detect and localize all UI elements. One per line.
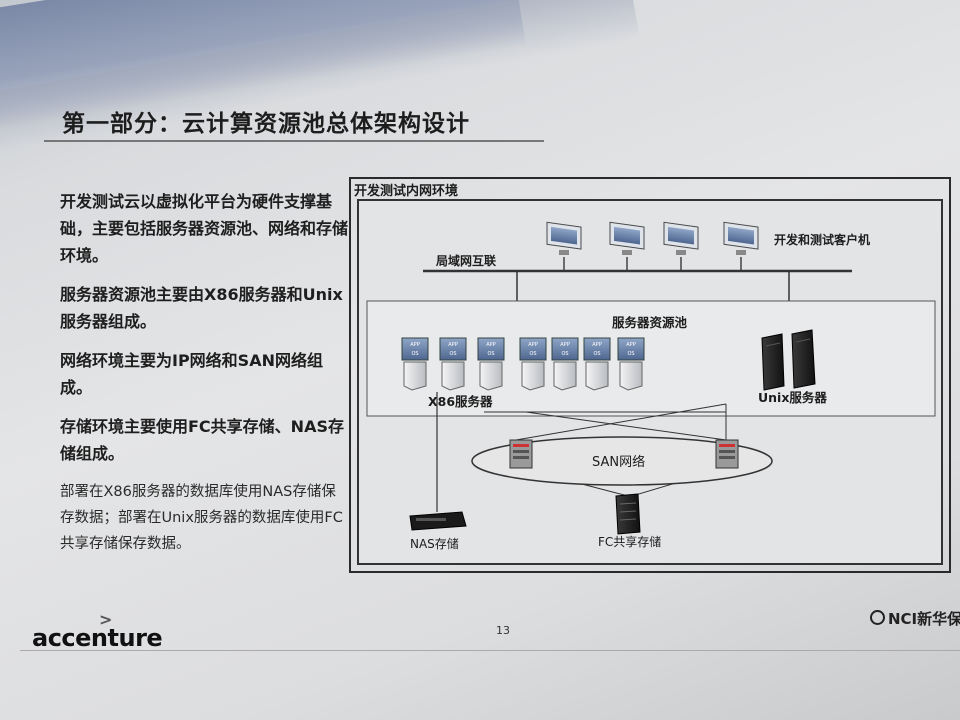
vm-tag-app: APP [560,342,569,348]
nci-ring-icon [870,610,885,625]
vm-tag-os: OS [529,351,536,357]
accenture-logo-text: accenture [32,624,163,652]
title-underline [44,140,544,142]
nas-label: NAS存储 [410,536,459,551]
clients-label: 开发和测试客户机 [774,232,870,247]
accenture-logo: > accenture [32,610,163,652]
bullet-item: 网络环境主要为IP网络和SAN网络组成。 [60,351,323,397]
vm-tag-app: APP [410,342,419,348]
x86-server-icon: APP OS [477,337,505,391]
nas-storage-icon [409,511,467,531]
fc-storage-icon [615,493,641,535]
slide-title: 第一部分：云计算资源池总体架构设计 [62,111,470,137]
vm-tag-app: APP [626,342,635,348]
x86-server-icon: APP OS [519,337,547,391]
vm-tag-os: OS [449,351,456,357]
bullet-item: 服务器资源池主要由X86服务器和Unix服务器组成。 [60,285,343,331]
san-network-ellipse [471,436,773,486]
vm-tag-app: APP [592,342,601,348]
nci-logo-text: NCI新华保 [888,610,960,628]
vm-tag-os: OS [561,351,568,357]
nci-logo: NCI新华保 [870,608,960,629]
bullet-item: 存储环境主要使用FC共享存储、NAS存储组成。 [60,417,344,463]
page-number: 13 [496,624,510,637]
x86-server-icon: APP OS [439,337,467,391]
client-pc-icon [723,221,759,255]
client-pc-icon [609,221,645,255]
san-switch-icon [509,439,533,469]
vm-tag-os: OS [593,351,600,357]
x86-label: X86服务器 [428,394,493,409]
x86-server-icon: APP OS [617,337,645,391]
x86-server-icon: APP OS [551,337,579,391]
logo-chevron-icon: > [99,610,112,629]
note-text: 部署在X86服务器的数据库使用NAS存储保存数据；部署在Unix服务器的数据库使… [60,484,343,552]
bullet-list: 开发测试云以虚拟化平台为硬件支撑基础，主要包括服务器资源池、网络和存储环境。 服… [60,188,350,569]
x86-server-icon: APP OS [583,337,611,391]
san-label: SAN网络 [592,454,645,470]
vm-tag-os: OS [627,351,634,357]
vm-tag-os: OS [411,351,418,357]
bullet-item: 开发测试云以虚拟化平台为硬件支撑基础，主要包括服务器资源池、网络和存储环境。 [60,192,349,265]
vm-tag-app: APP [528,342,537,348]
client-pc-icon [663,221,699,255]
vm-tag-app: APP [486,342,495,348]
x86-server-icon: APP OS [401,337,429,391]
unix-label: Unix服务器 [758,390,827,405]
vm-tag-os: OS [487,351,494,357]
client-connectors [563,257,742,270]
san-switch-icon [715,439,739,469]
fc-label: FC共享存储 [598,534,661,549]
server-pool-label: 服务器资源池 [612,315,688,330]
x86-server-group: APP OS APP OS APP OS APP OS [401,337,645,391]
environment-title: 开发测试内网环境 [354,183,458,199]
lan-label: 局域网互联 [436,253,496,268]
vm-tag-app: APP [448,342,457,348]
footer-divider [20,650,960,651]
client-pc-icon [546,221,582,255]
unix-server-icon [761,329,816,391]
